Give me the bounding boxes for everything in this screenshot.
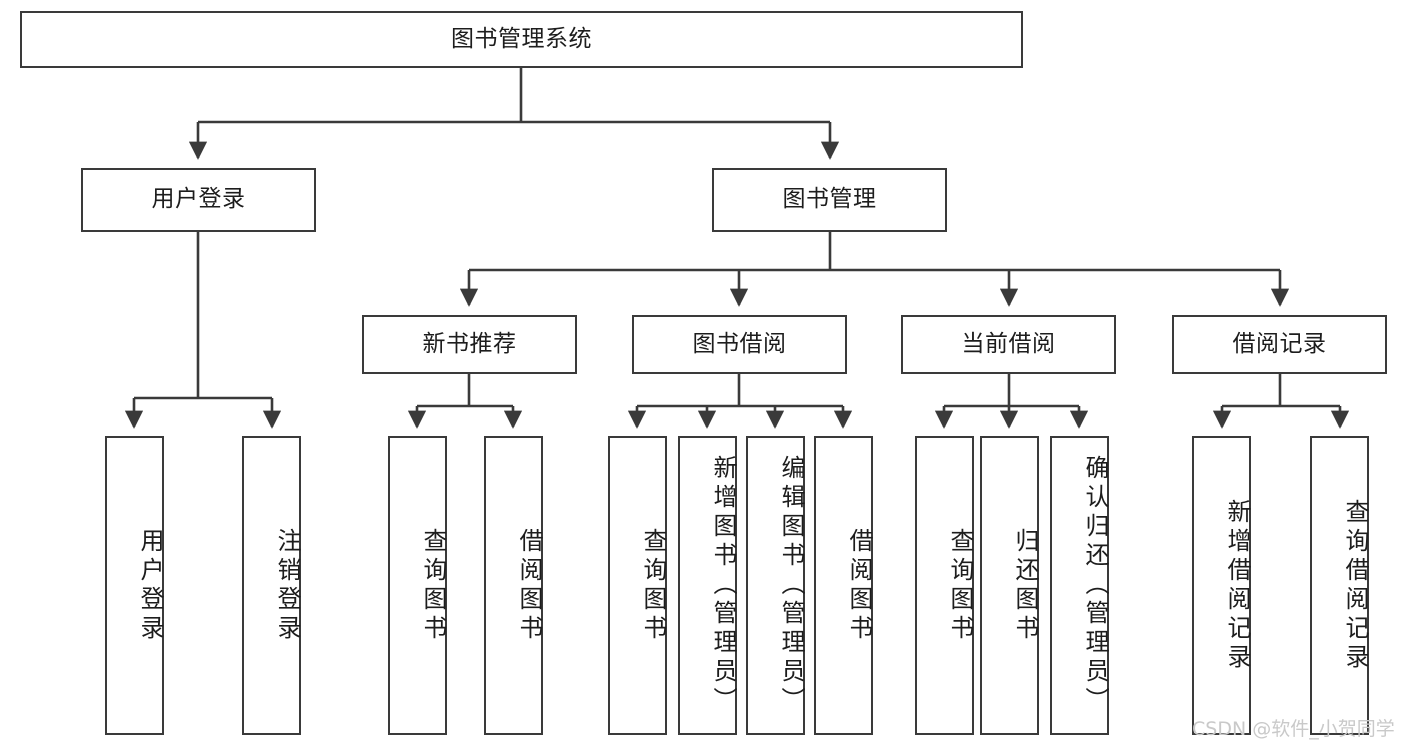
leaf-new-book-borrow[interactable]: 借阅图书 bbox=[484, 436, 543, 735]
node-current-borrow[interactable]: 当前借阅 bbox=[901, 315, 1116, 374]
node-label: 图书管理 bbox=[782, 186, 877, 213]
node-label: 新书推荐 bbox=[422, 330, 517, 357]
node-label: 查询借阅记录 bbox=[1341, 498, 1369, 673]
node-label: 归还图书 bbox=[1011, 527, 1039, 644]
leaf-borrow-record-query[interactable]: 查询借阅记录 bbox=[1310, 436, 1369, 735]
node-label: 图书管理系统 bbox=[451, 25, 592, 52]
node-label: 借阅图书 bbox=[845, 527, 873, 644]
leaf-current-borrow-confirm-admin[interactable]: 确认归还（管理员） bbox=[1050, 436, 1109, 735]
leaf-new-book-query[interactable]: 查询图书 bbox=[388, 436, 447, 735]
node-label: 借阅记录 bbox=[1232, 330, 1327, 357]
node-label: 查询图书 bbox=[946, 527, 974, 644]
node-label: 用户登录 bbox=[151, 186, 246, 213]
csdn-watermark: CSDN @软件_小贺同学 bbox=[1192, 718, 1395, 740]
node-label: 当前借阅 bbox=[961, 330, 1056, 357]
leaf-user-login-logout[interactable]: 注销登录 bbox=[242, 436, 301, 735]
node-label: 新增图书（管理员） bbox=[709, 455, 737, 716]
node-root-book-management-system[interactable]: 图书管理系统 bbox=[20, 11, 1023, 68]
leaf-book-borrow-edit-admin[interactable]: 编辑图书（管理员） bbox=[746, 436, 805, 735]
node-label: 确认归还（管理员） bbox=[1081, 455, 1109, 716]
node-user-login[interactable]: 用户登录 bbox=[81, 168, 316, 232]
node-book-borrow[interactable]: 图书借阅 bbox=[632, 315, 847, 374]
leaf-current-borrow-return[interactable]: 归还图书 bbox=[980, 436, 1039, 735]
node-label: 新增借阅记录 bbox=[1223, 498, 1251, 673]
node-borrow-record[interactable]: 借阅记录 bbox=[1172, 315, 1387, 374]
node-label: 注销登录 bbox=[273, 527, 301, 644]
node-label: 图书借阅 bbox=[692, 330, 787, 357]
node-label: 借阅图书 bbox=[515, 527, 543, 644]
node-label: 查询图书 bbox=[639, 527, 667, 644]
node-new-book-recommend[interactable]: 新书推荐 bbox=[362, 315, 577, 374]
leaf-book-borrow-query[interactable]: 查询图书 bbox=[608, 436, 667, 735]
node-book-management[interactable]: 图书管理 bbox=[712, 168, 947, 232]
node-label: 查询图书 bbox=[419, 527, 447, 644]
node-label: 用户登录 bbox=[136, 527, 164, 644]
leaf-book-borrow-add-admin[interactable]: 新增图书（管理员） bbox=[678, 436, 737, 735]
leaf-book-borrow-borrow[interactable]: 借阅图书 bbox=[814, 436, 873, 735]
leaf-current-borrow-query[interactable]: 查询图书 bbox=[915, 436, 974, 735]
node-label: 编辑图书（管理员） bbox=[777, 455, 805, 716]
leaf-user-login-login[interactable]: 用户登录 bbox=[105, 436, 164, 735]
leaf-borrow-record-add[interactable]: 新增借阅记录 bbox=[1192, 436, 1251, 735]
